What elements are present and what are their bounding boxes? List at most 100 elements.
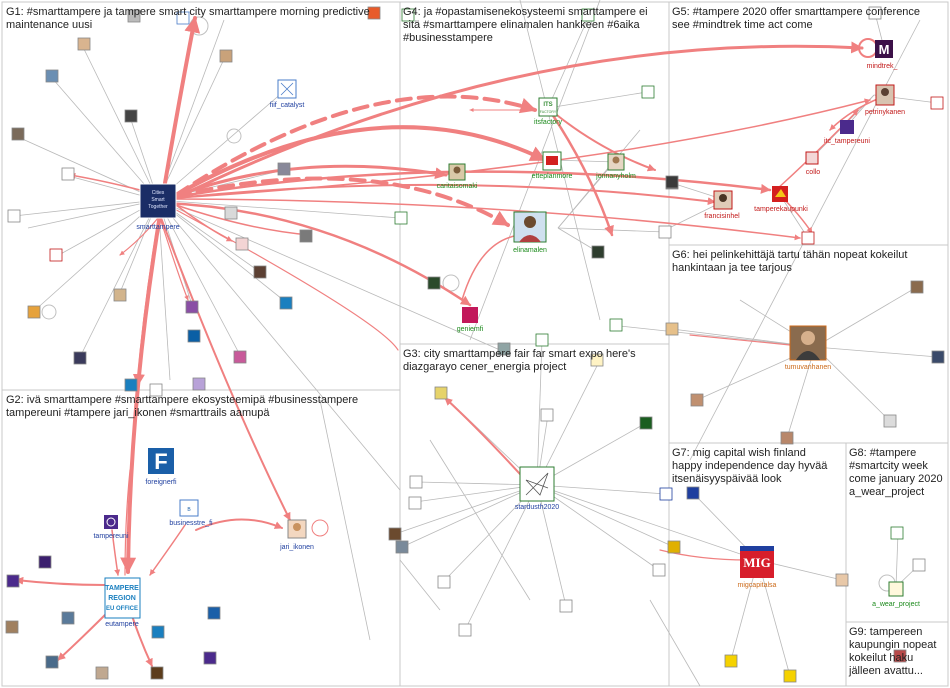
itsfactory-logo-line2: FACTORY <box>540 110 557 114</box>
eutampere-logo-line1: TAMPERE <box>105 585 139 592</box>
minor-node <box>639 416 653 430</box>
node-collo[interactable]: collo <box>805 151 821 176</box>
node-tamperekaupunki[interactable]: tamperekaupunki <box>754 186 808 213</box>
minor-node <box>641 85 655 99</box>
minor-node <box>149 383 163 397</box>
minor-node <box>658 225 672 239</box>
minor-node <box>277 162 291 176</box>
minor-node <box>659 487 673 501</box>
minor-node <box>192 377 206 391</box>
minor-node <box>367 6 381 20</box>
minor-node <box>686 486 700 500</box>
node-fiif-catalyst[interactable]: fiif_catalyst <box>270 79 305 109</box>
minor-node <box>559 599 573 613</box>
minor-node <box>931 350 945 364</box>
minor-node <box>893 649 907 663</box>
node-jonnanyholm[interactable]: jonnanyholm <box>595 153 636 180</box>
minor-node <box>667 540 681 554</box>
minor-node <box>176 11 190 25</box>
label-smarttampere: smarttampere <box>136 224 179 231</box>
label-businesstre-fi: businesstre_fi <box>169 520 213 527</box>
minor-node <box>95 666 109 680</box>
group-title-g3-line2: diazgarayo cener_energia project <box>403 361 566 373</box>
label-a-wear-project: a_wear_project <box>872 601 920 608</box>
group-title-g9-line2: kaupungin nopeat <box>849 639 936 651</box>
minor-node <box>535 333 549 347</box>
gray-edges <box>13 0 939 687</box>
minor-node <box>203 651 217 665</box>
group-title-g8-line1: G8: #tampere <box>849 447 916 459</box>
minor-node <box>458 623 472 637</box>
group-title-g2-line2: tampereuni #tampere jari_ikonen #smarttr… <box>6 407 270 419</box>
group-title-g6-line1: G6: hei pelinkehittäjä tartu tähän nopea… <box>672 249 907 261</box>
node-itc-tampereuni[interactable]: itc_tampereuni <box>824 120 870 145</box>
group-title-g6-line2: hankintaan ja tee tarjous <box>672 262 792 274</box>
group-title-g9-line1: G9: tampereen <box>849 626 922 638</box>
node-jari-ikonen[interactable]: jari_ikonen <box>279 519 314 551</box>
group-title-g4-line2: sitä #smarttampere elinamalen hankkeen #… <box>403 19 641 31</box>
minor-node <box>591 245 605 259</box>
minor-node <box>38 555 52 569</box>
group-title-g1-line1: G1: #smarttampere ja tampere smart city … <box>6 6 370 18</box>
node-smarttampere[interactable]: Cities Smart Together smarttampere <box>136 183 180 231</box>
foreignerfi-logo-letter: F <box>154 449 167 474</box>
minor-node <box>724 654 738 668</box>
minor-node <box>409 475 423 489</box>
group-title-g5-line2: see #mindtrek time act come <box>672 19 813 31</box>
node-stardusth2020[interactable]: stardusth2020 <box>515 466 559 511</box>
smarttampere-logo-line2: Smart <box>151 197 165 203</box>
node-itsfactory[interactable]: ITS FACTORY itsfactory <box>534 97 563 126</box>
minor-node <box>185 300 199 314</box>
node-caritaisomaki[interactable]: caritaisomaki <box>437 163 478 190</box>
node-a-wear-project[interactable]: a_wear_project <box>872 581 920 608</box>
minor-node <box>233 350 247 364</box>
minor-node <box>73 351 87 365</box>
node-tumuvanhanen[interactable]: tumuvanhanen <box>785 325 831 371</box>
label-geniemfi: geniemfi <box>457 326 484 333</box>
label-jari-ikonen: jari_ikonen <box>279 544 314 551</box>
minor-node <box>207 606 221 620</box>
minor-node <box>49 248 63 262</box>
group-box-g9 <box>845 621 949 687</box>
node-petrinykanen[interactable]: petrinykanen <box>865 84 905 116</box>
label-petrinykanen: petrinykanen <box>865 109 905 116</box>
group-title-g9-line4: jälleen avattu... <box>848 665 923 677</box>
minor-node <box>187 329 201 343</box>
minor-node <box>395 540 409 554</box>
minor-node <box>930 96 944 110</box>
minor-node <box>540 408 554 422</box>
label-mindtrek: mindtrek_ <box>867 63 898 70</box>
minor-node <box>665 322 679 336</box>
group-title-g8-line4: a_wear_project <box>849 486 924 498</box>
node-francisinhel[interactable]: francisinhel <box>704 190 740 220</box>
minor-node <box>652 563 666 577</box>
mindtrek-logo-letter: M <box>879 42 890 57</box>
node-geniemfi[interactable]: geniemfi <box>457 307 484 333</box>
minor-node <box>665 175 679 189</box>
minor-node <box>151 625 165 639</box>
minor-node <box>6 574 20 588</box>
node-businesstre-fi[interactable]: B businesstre_fi <box>169 499 213 527</box>
node-migcapitalsa[interactable]: MIG migcapitalsa <box>738 546 777 589</box>
label-eutampere: eutampere <box>105 621 139 628</box>
node-foreignerfi[interactable]: F foreignerfi <box>145 448 177 486</box>
label-fiif-catalyst: fiif_catalyst <box>270 102 305 109</box>
node-elinamalen[interactable]: elinamalen <box>513 211 547 254</box>
label-itsfactory: itsfactory <box>534 119 563 126</box>
node-mindtrek[interactable]: M mindtrek_ <box>867 40 898 70</box>
group-title-g3-line1: G3: city smarttampere fair far smart exp… <box>403 348 636 360</box>
minor-node <box>780 431 794 445</box>
minor-node <box>401 8 415 22</box>
node-tampereuni[interactable]: tampereuni <box>93 515 129 540</box>
group-title-g5-line1: G5: #tampere 2020 offer smarttampere con… <box>672 6 920 18</box>
node-etteplanmore[interactable]: etteplanmore <box>532 151 573 180</box>
minor-node <box>127 9 141 23</box>
minor-node <box>11 127 25 141</box>
node-eutampere[interactable]: TAMPERE REGION EU OFFICE eutampere <box>104 577 141 628</box>
group-title-g4-line1: G4: ja #opastamisenekosysteemi smarttamp… <box>403 6 648 18</box>
label-collo: collo <box>806 169 821 176</box>
minor-node <box>219 49 233 63</box>
minor-node <box>590 353 604 367</box>
eutampere-logo-line3: EU OFFICE <box>106 606 138 612</box>
